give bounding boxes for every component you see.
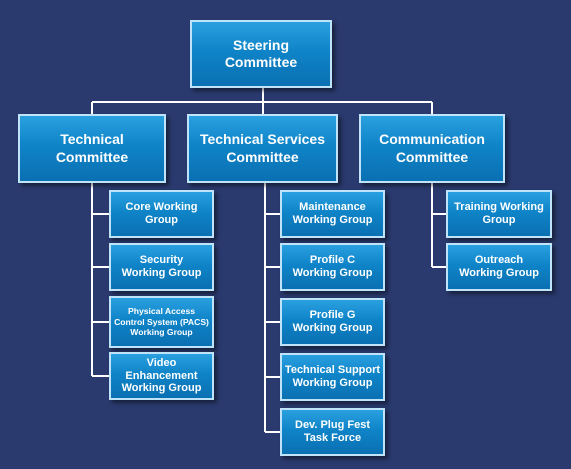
profile-c-working-group-label: Profile C Working Group: [292, 254, 373, 279]
security-working-group-label: Security Working Group: [121, 254, 202, 279]
training-working-group-box[interactable]: Training Working Group: [446, 190, 552, 238]
technical-services-committee-label: Technical Services Committee: [199, 131, 326, 165]
pacs-working-group-box[interactable]: Physical Access Control System (PACS) Wo…: [109, 296, 214, 348]
profile-g-working-group-box[interactable]: Profile G Working Group: [280, 298, 385, 346]
technical-support-working-group-label: Technical Support Working Group: [284, 364, 381, 389]
dev-plug-fest-task-force-label: Dev. Plug Fest Task Force: [295, 419, 370, 444]
technical-support-working-group-box[interactable]: Technical Support Working Group: [280, 353, 385, 401]
dev-plug-fest-task-force-box[interactable]: Dev. Plug Fest Task Force: [280, 408, 385, 456]
technical-committee-label: Technical Committee: [55, 131, 129, 165]
security-working-group-box[interactable]: Security Working Group: [109, 243, 214, 291]
training-working-group-label: Training Working Group: [454, 201, 544, 226]
outreach-working-group-box[interactable]: Outreach Working Group: [446, 243, 552, 291]
communication-committee-label: Communication Committee: [379, 131, 485, 165]
maintenance-working-group-label: Maintenance Working Group: [292, 201, 373, 226]
core-working-group-box[interactable]: Core Working Group: [109, 190, 214, 238]
core-working-group-label: Core Working Group: [125, 201, 198, 226]
communication-committee-box[interactable]: Communication Committee: [359, 114, 505, 183]
maintenance-working-group-box[interactable]: Maintenance Working Group: [280, 190, 385, 238]
video-enhancement-working-group-box[interactable]: Video Enhancement Working Group: [109, 352, 214, 400]
steering-committee-box[interactable]: Steering Committee: [190, 20, 332, 88]
profile-c-working-group-box[interactable]: Profile C Working Group: [280, 243, 385, 291]
video-enhancement-working-group-label: Video Enhancement Working Group: [121, 356, 202, 395]
profile-g-working-group-label: Profile G Working Group: [292, 309, 373, 334]
pacs-working-group-label: Physical Access Control System (PACS) Wo…: [114, 305, 209, 338]
outreach-working-group-label: Outreach Working Group: [459, 254, 539, 279]
technical-services-committee-box[interactable]: Technical Services Committee: [187, 114, 338, 183]
technical-committee-box[interactable]: Technical Committee: [18, 114, 166, 183]
steering-committee-label: Steering Committee: [224, 36, 298, 71]
